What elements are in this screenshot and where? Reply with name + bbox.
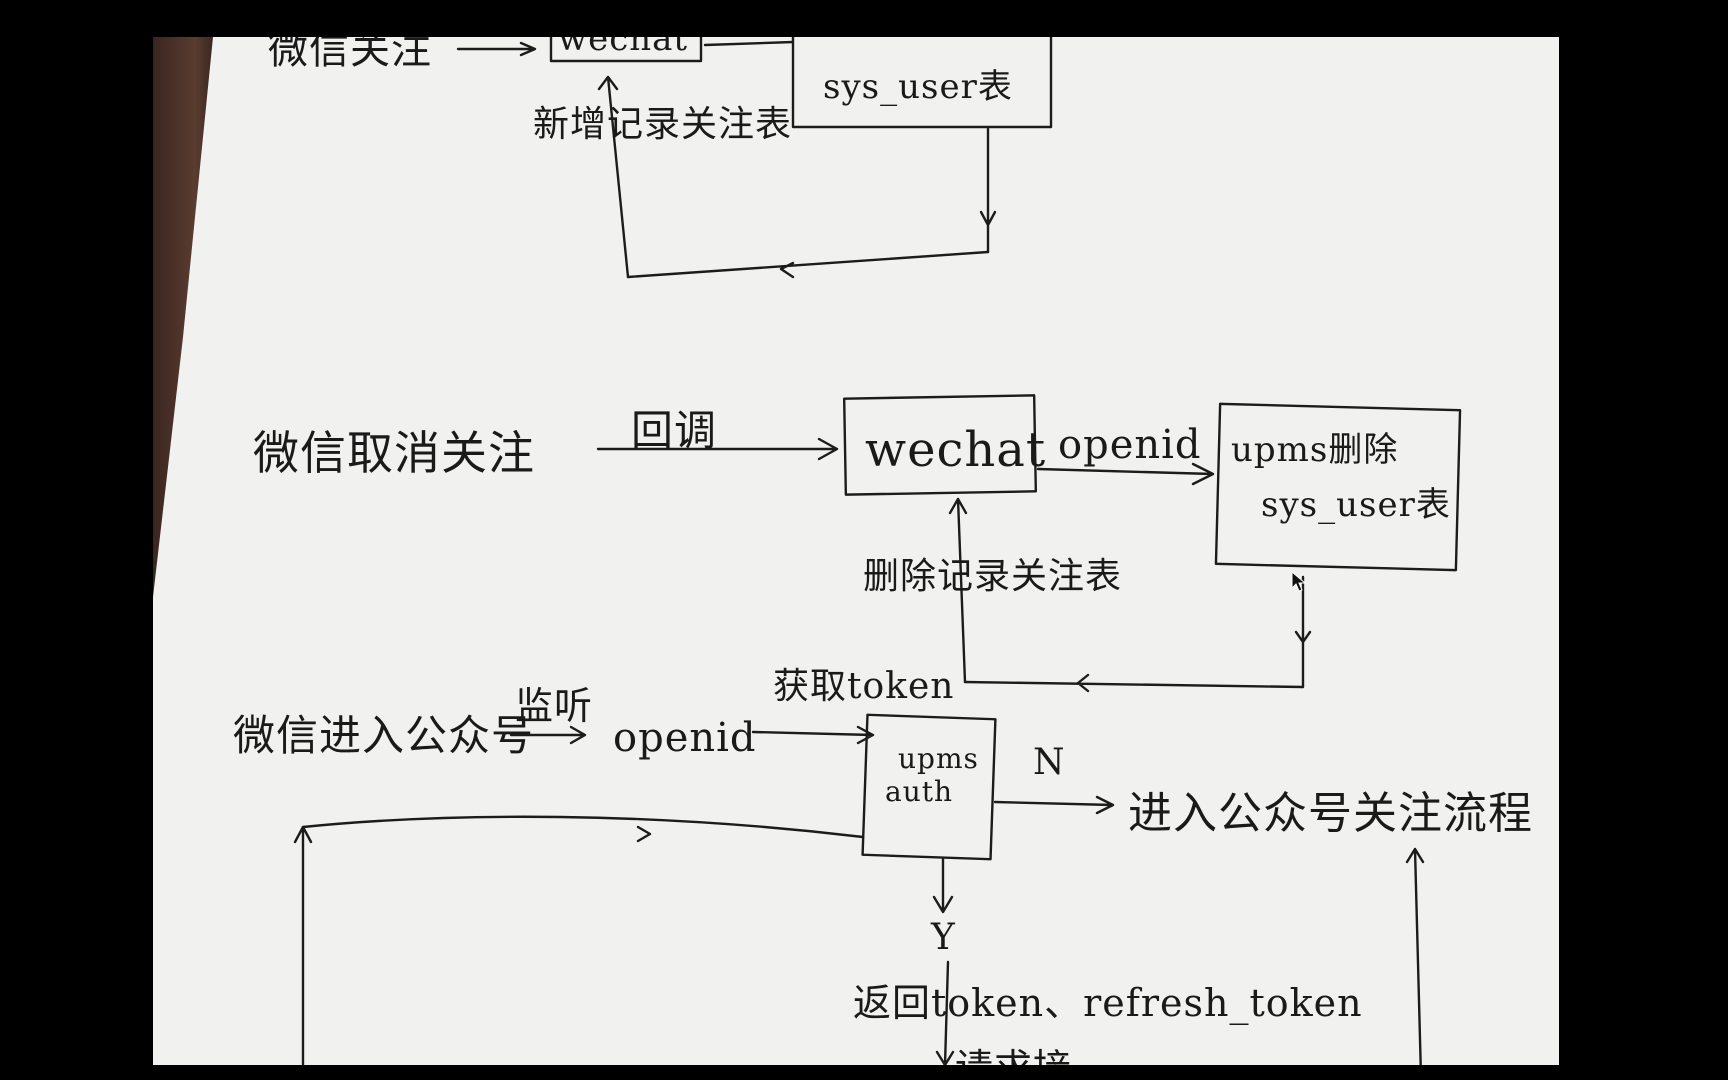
top-wechat-label: wechat (558, 37, 689, 59)
top-sysuser-label: sys_user表 (823, 67, 1013, 107)
middle-openid-label: openid (1058, 422, 1202, 468)
upms-auth-line1: upms (898, 742, 979, 775)
paper-sheet (153, 37, 1559, 1065)
return-token-label: 返回token、refresh_token (853, 981, 1363, 1025)
top-sysuser-box (791, 37, 1053, 129)
photo: 微信关注 wechat sys_user表 新增记录关注表 微信取消关注 回调 … (153, 37, 1559, 1065)
callback-label: 回调 (631, 406, 718, 455)
arrow-wechat-to-upms (1036, 462, 1215, 486)
middle-return-line (963, 673, 1305, 693)
top-start-label: 微信关注 (268, 37, 432, 73)
bottom-start-label: 微信进入公众号 (233, 711, 535, 760)
bottom-right-up-line (1405, 847, 1425, 1065)
arrow-auth-down (932, 857, 954, 914)
mouse-cursor-icon (1291, 571, 1307, 592)
upms-box-line2: sys_user表 (1261, 485, 1451, 525)
get-token-label: 获取token (773, 666, 955, 707)
upms-auth-line2: auth (885, 775, 954, 808)
middle-start-label: 微信取消关注 (253, 426, 535, 480)
arrow-follow-to-wechat (456, 41, 537, 57)
middle-up-line (948, 497, 968, 684)
delete-label: 删除记录关注表 (863, 556, 1123, 597)
flowchart-lines (293, 37, 1462, 1065)
follow-flow-label: 进入公众号关注流程 (1128, 788, 1533, 839)
listen-label: 监听 (515, 684, 594, 728)
top-up-line (597, 75, 630, 279)
middle-down-line (1294, 575, 1312, 689)
top-wechat-box (549, 37, 703, 63)
no-label: N (1033, 742, 1066, 783)
top-return-line (626, 250, 990, 279)
top-down-line (979, 127, 997, 254)
bottom-loop-line (301, 815, 865, 843)
arrow-token-down (935, 960, 955, 1065)
middle-upms-box (1214, 402, 1462, 572)
arrow-openid-to-auth (751, 725, 875, 745)
arrow-unfollow-to-wechat (596, 437, 839, 461)
upms-box-line1: upms删除 (1231, 430, 1399, 470)
middle-wechat-label: wechat (865, 422, 1047, 478)
arrow-enter-to-openid (509, 725, 587, 745)
bottom-openid-label: openid (613, 715, 757, 761)
middle-wechat-box (842, 394, 1038, 496)
top-return-label: 新增记录关注表 (533, 104, 793, 145)
request-label: 请求接 (955, 1037, 1072, 1065)
yes-label: Y (931, 917, 956, 958)
bottom-left-up-line (293, 825, 313, 1065)
arrow-auth-to-follow-flow (993, 795, 1115, 815)
upms-auth-box (861, 713, 997, 861)
arrow-wechat-to-sysuser (703, 40, 795, 47)
